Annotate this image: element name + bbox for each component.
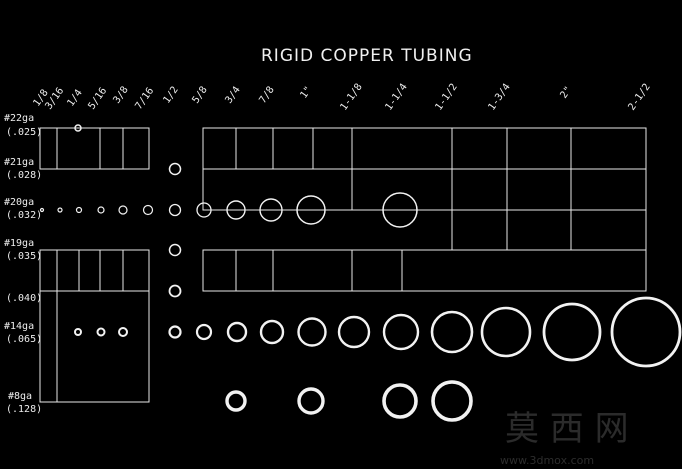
grid-box-lower-left: [39, 290, 150, 403]
tube-circle: [168, 325, 182, 339]
tube-circle: [97, 206, 105, 214]
size-label-2in: 2": [558, 85, 574, 101]
size-label-1-3-4: 1-3/4: [486, 82, 512, 113]
size-label-7-8: 7/8: [257, 85, 276, 106]
gauge-19-code: #19ga: [4, 238, 34, 249]
tube-circle: [610, 296, 682, 368]
tube-circle: [337, 315, 371, 349]
tube-circle: [431, 380, 473, 422]
tube-circle: [542, 302, 602, 362]
gauge-21-thickness: (.028): [6, 170, 42, 181]
tube-circles: [39, 124, 682, 422]
tube-circle: [168, 162, 182, 176]
gauge-21-code: #21ga: [4, 157, 34, 168]
tube-circle: [382, 313, 420, 351]
tube-circle: [118, 327, 128, 337]
grid-box-large-mid: [202, 249, 647, 292]
gauge-labels: #22ga (.025) #21ga (.028) #20ga (.032) #…: [4, 113, 42, 415]
tube-circle: [382, 383, 418, 419]
tube-circle: [297, 387, 325, 415]
tube-circle: [430, 310, 474, 354]
gauge-040-thickness: (.040): [6, 293, 42, 304]
tube-circle: [382, 192, 418, 228]
tube-circle: [226, 200, 246, 220]
tube-circle: [168, 243, 182, 257]
tube-circle: [74, 124, 82, 132]
grid-lines: [39, 127, 647, 403]
tube-circle: [297, 317, 327, 347]
tube-circle: [96, 327, 106, 337]
size-labels: 1/8 3/16 1/4 5/16 3/8 7/16 1/2 5/8 3/4 7…: [31, 82, 652, 113]
watermark-url: www.3dmox.com: [500, 454, 594, 467]
grid-box-small-top: [39, 127, 150, 170]
gauge-8-thickness: (.128): [6, 404, 42, 415]
size-label-7-16: 7/16: [133, 86, 156, 112]
tube-circle: [225, 390, 247, 412]
gauge-14-thickness: (.065): [6, 334, 42, 345]
size-label-1-1-4: 1-1/4: [383, 82, 409, 113]
tube-circle: [226, 321, 248, 343]
tube-circle: [195, 323, 213, 341]
tube-circle: [296, 195, 326, 225]
tube-circle: [74, 328, 82, 336]
gauge-20-thickness: (.032): [6, 210, 42, 221]
tube-circle: [259, 319, 285, 345]
size-label-3-8: 3/8: [111, 85, 130, 106]
tube-circle: [196, 202, 212, 218]
tube-circle: [75, 206, 83, 214]
size-label-5-8: 5/8: [190, 85, 209, 106]
gauge-8-code: #8ga: [8, 391, 32, 402]
tube-circle: [168, 203, 182, 217]
size-label-1-2: 1/2: [161, 85, 180, 106]
gauge-19-thickness: (.035): [6, 251, 42, 262]
tube-circle: [480, 306, 532, 358]
size-label-3-4: 3/4: [223, 85, 242, 106]
size-label-1in: 1": [298, 85, 314, 101]
tube-circle: [39, 207, 45, 213]
gauge-20-code: #20ga: [4, 197, 34, 208]
size-label-1-4: 1/4: [65, 88, 84, 109]
grid-box-small-mid: [39, 249, 150, 292]
tube-circle: [259, 198, 283, 222]
tube-circle: [168, 284, 182, 298]
tube-circle: [57, 207, 63, 213]
watermark-logo: 莫 西 网: [505, 409, 629, 449]
tube-circle: [118, 205, 128, 215]
size-label-2-1-2: 2-1/2: [626, 82, 652, 113]
tube-circle: [142, 204, 154, 216]
size-label-1-1-8: 1-1/8: [338, 82, 364, 113]
gauge-22-thickness: (.025): [6, 127, 42, 138]
gauge-14-code: #14ga: [4, 321, 34, 332]
size-label-1-1-2: 1-1/2: [433, 82, 459, 113]
gauge-22-code: #22ga: [4, 113, 34, 124]
chart-title: RIGID COPPER TUBING: [261, 46, 473, 66]
size-label-5-16: 5/16: [86, 86, 109, 112]
